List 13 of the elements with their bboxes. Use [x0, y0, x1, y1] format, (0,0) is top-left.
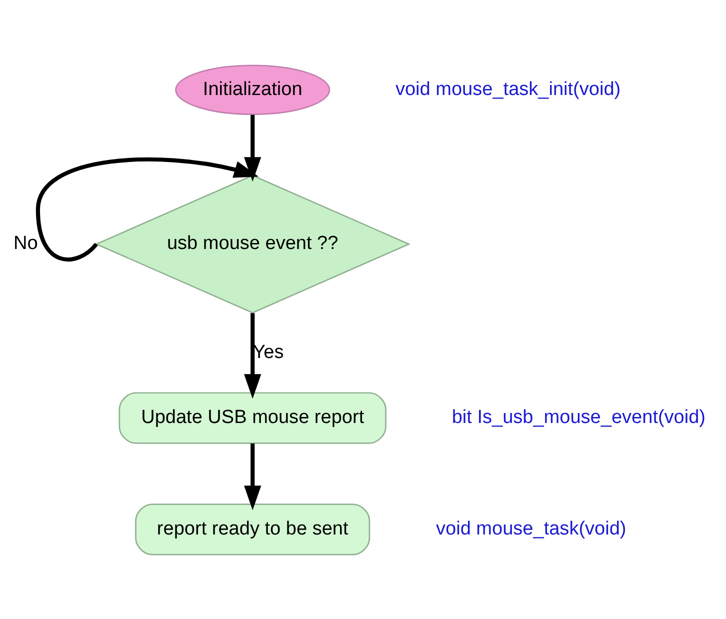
edge-label: No — [14, 232, 38, 254]
node-ellipse: Initialization — [175, 64, 330, 115]
label: bit Is_usb_mouse_event(void) — [452, 406, 706, 428]
node-diamond: usb mouse event ?? — [94, 174, 411, 313]
edge-label: Yes — [252, 341, 284, 362]
node-label: void mouse_task_init(void) — [395, 78, 621, 100]
arrow — [244, 443, 262, 510]
arrow — [36, 156, 259, 261]
node-box: report ready to be sent — [135, 503, 370, 555]
arrow — [244, 312, 262, 398]
node-box: Update USB mouse report — [118, 392, 386, 444]
arrow — [244, 114, 262, 182]
node-label: void mouse_task(void) — [436, 518, 626, 539]
